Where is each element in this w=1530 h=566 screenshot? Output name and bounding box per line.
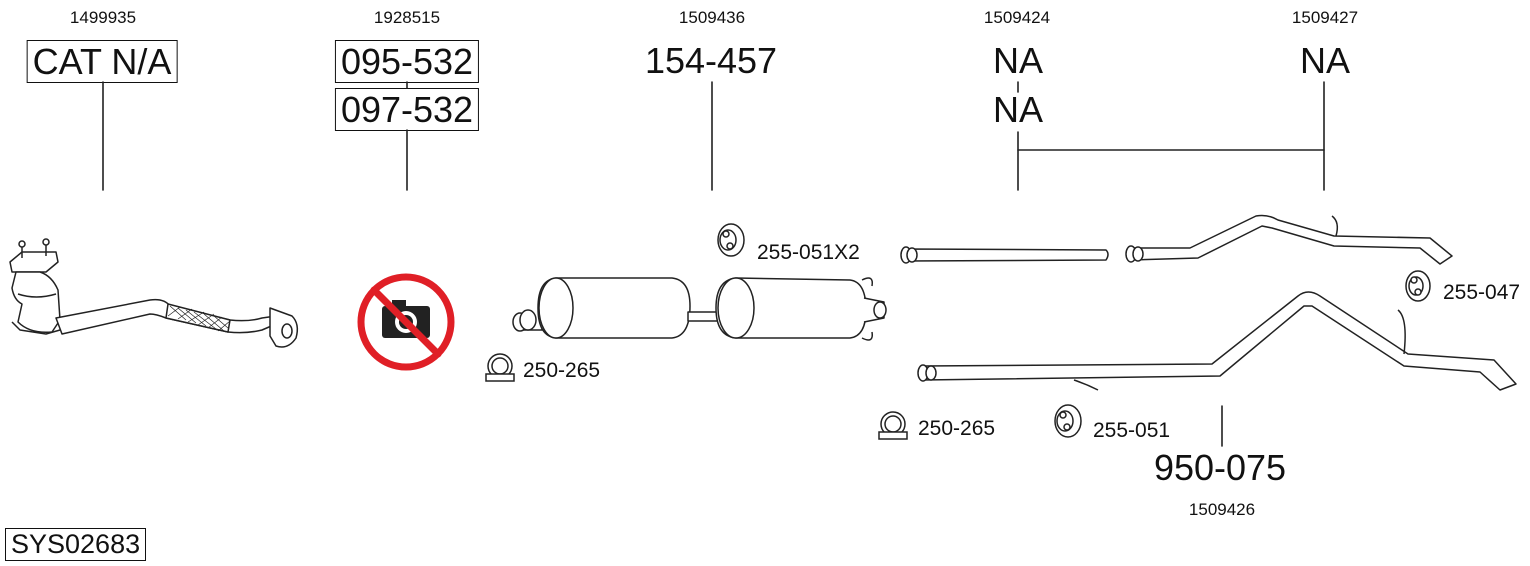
part-code-rear-pipe[interactable]: NA [1299, 40, 1351, 81]
part-code-rear-silencer[interactable]: 950-075 [1153, 447, 1287, 488]
part-ref-cat: 1499935 [69, 8, 137, 27]
part-code-center-silencer[interactable]: 154-457 [644, 40, 778, 81]
part-code-intermediate-pipe-1[interactable]: NA [992, 40, 1044, 81]
part-ref-center-silencer: 1509436 [678, 8, 746, 27]
part-ref-rear-silencer: 1509426 [1188, 500, 1256, 519]
part-code-front-pipe-2[interactable]: 097-532 [334, 88, 480, 131]
accessory-label-mount-bottom[interactable]: 255-051 [1093, 419, 1171, 442]
pipe-clamp-icon [485, 353, 515, 382]
rubber-mount-icon [1054, 404, 1082, 438]
part-code-front-pipe-1[interactable]: 095-532 [334, 40, 480, 83]
system-code: SYS02683 [5, 528, 147, 561]
part-ref-front-pipe: 1928515 [373, 8, 441, 27]
accessory-label-clamp-left[interactable]: 250-265 [523, 359, 601, 382]
pipe-clamp-icon [878, 411, 908, 440]
part-ref-rear-pipe: 1509427 [1291, 8, 1359, 27]
rubber-mount-icon [1405, 270, 1431, 302]
accessory-label-mount-top[interactable]: 255-051X2 [757, 241, 860, 264]
catalytic-converter-drawing [9, 238, 299, 348]
center-silencer-drawing [512, 277, 887, 341]
part-code-cat[interactable]: CAT N/A [26, 40, 178, 83]
no-photo-icon [357, 273, 455, 371]
part-ref-intermediate-pipe: 1509424 [983, 8, 1051, 27]
intermediate-pipe-drawing [900, 246, 1109, 264]
accessory-label-clamp-bottom[interactable]: 250-265 [918, 417, 996, 440]
accessory-label-mount-right[interactable]: 255-047 [1443, 281, 1521, 304]
part-code-intermediate-pipe-2[interactable]: NA [992, 89, 1044, 130]
rear-silencer-drawing [917, 291, 1517, 391]
rubber-mount-icon [717, 223, 745, 257]
rear-pipe-drawing [1125, 214, 1453, 265]
